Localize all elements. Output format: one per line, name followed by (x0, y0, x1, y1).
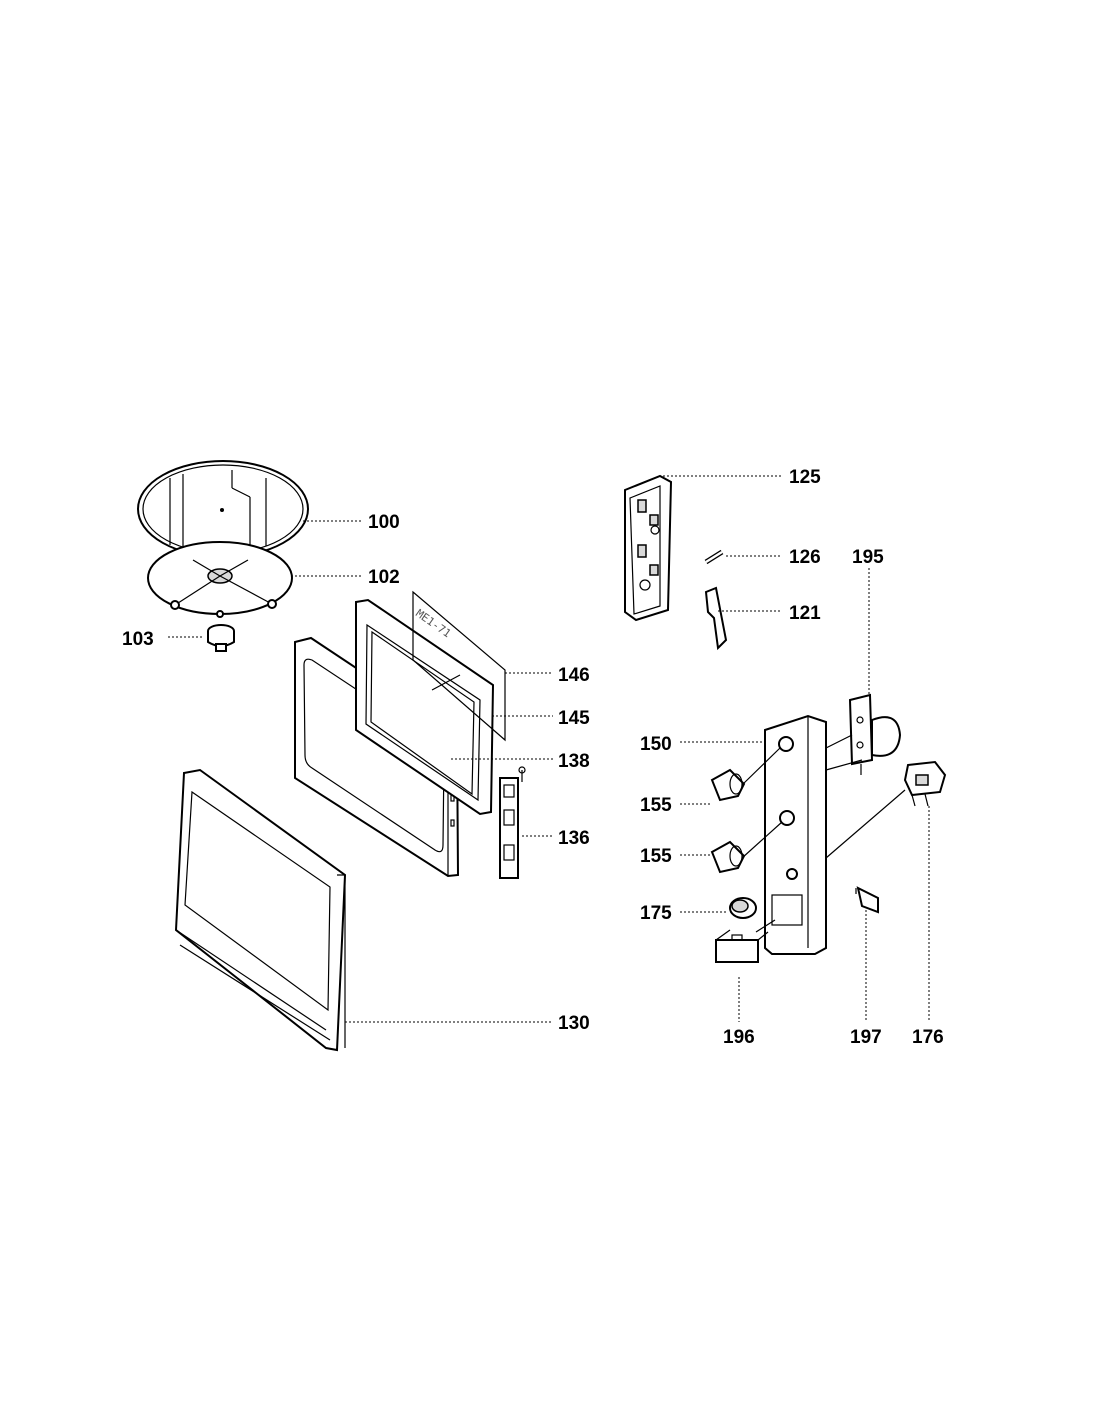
callout-125: 125 (789, 467, 821, 488)
leader-lines (168, 475, 930, 1023)
button-part-196 (715, 929, 769, 963)
door-latch-part-136 (499, 766, 526, 879)
callout-126: 126 (789, 547, 821, 568)
callout-100: 100 (368, 512, 400, 533)
lever-part-121 (704, 586, 728, 651)
timer-bracket-part-195 (848, 693, 902, 775)
door-frame-part-138 (294, 636, 460, 878)
callout-175: 175 (640, 903, 672, 924)
callout-130: 130 (558, 1013, 590, 1034)
coupler-part-103 (207, 624, 235, 652)
door-outer-panel-part-130 (174, 768, 347, 1052)
switch-part-176 (903, 760, 947, 807)
callout-145: 145 (558, 708, 590, 729)
callout-136: 136 (558, 828, 590, 849)
roller-ring-part-102 (147, 541, 293, 618)
knob-part-155-upper (710, 768, 746, 802)
callout-150: 150 (640, 734, 672, 755)
knob-part-155-lower (710, 840, 746, 874)
callout-121: 121 (789, 603, 821, 624)
callout-138: 138 (558, 751, 590, 772)
button-part-175 (729, 897, 757, 919)
pin-part-126 (704, 549, 724, 565)
latch-board-part-125 (624, 474, 673, 622)
door-inner-frame-part-145 (355, 598, 495, 816)
callout-103: 103 (122, 629, 154, 650)
callout-195: 195 (852, 547, 884, 568)
callout-176: 176 (912, 1027, 944, 1048)
callout-146: 146 (558, 665, 590, 686)
callout-155-upper: 155 (640, 795, 672, 816)
callout-196: 196 (723, 1027, 755, 1048)
callout-155-lower: 155 (640, 846, 672, 867)
callout-197: 197 (850, 1027, 882, 1048)
control-panel-part-150 (764, 714, 827, 955)
glass-tray-part-100 (137, 460, 309, 558)
spring-part-197 (855, 886, 879, 914)
callout-102: 102 (368, 567, 400, 588)
